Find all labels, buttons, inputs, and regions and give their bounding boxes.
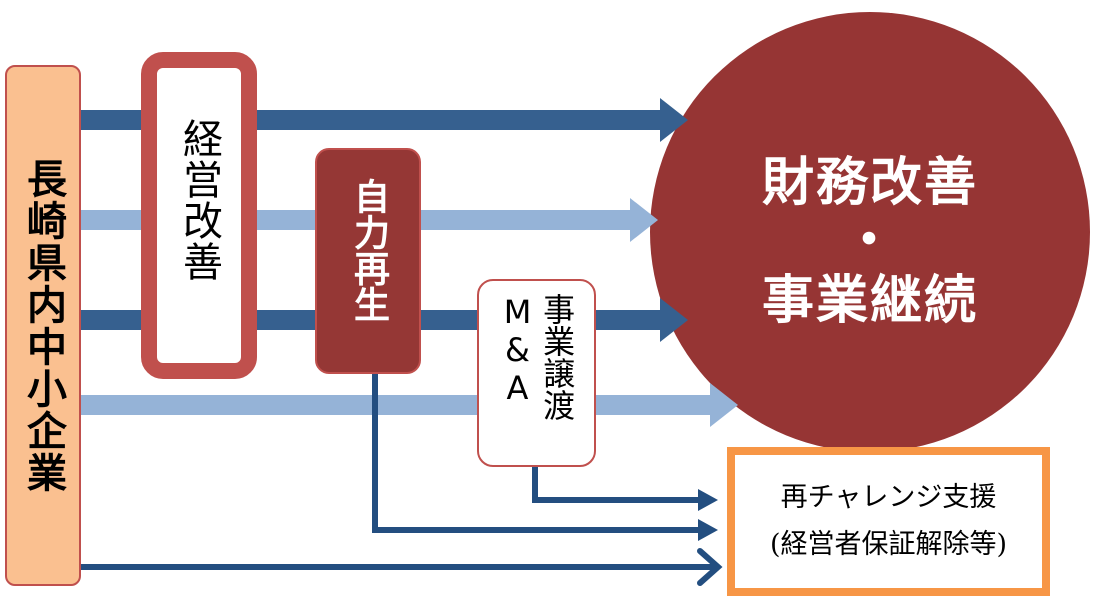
- business-transfer-label: 事業譲渡: [538, 293, 577, 421]
- mna-box: 事業譲渡 M&A: [477, 279, 596, 467]
- goal-separator: ・: [842, 211, 897, 271]
- sme-box: 長崎県内中小企業: [5, 65, 81, 586]
- management-improvement-box: 経営改善: [141, 52, 257, 379]
- sme-label: 長崎県内中小企業: [20, 157, 66, 494]
- arrow-sme-to-rechallenge: [80, 548, 723, 586]
- rechallenge-box: 再チャレンジ支援 (経営者保証解除等): [727, 447, 1050, 596]
- rechallenge-subtitle: (経営者保証解除等): [769, 528, 1008, 560]
- self-rebuild-box: 自力再生: [315, 148, 421, 374]
- management-improvement-label: 経営改善: [176, 118, 222, 282]
- arrow-rebuild-to-rechallenge: [372, 372, 718, 541]
- arrow-mna-to-rechallenge: [532, 466, 718, 511]
- self-rebuild-label: 自力再生: [348, 178, 389, 322]
- mna-label: M&A: [498, 293, 537, 407]
- arrow-light-2: [80, 383, 738, 427]
- goal-line-continuity: 事業継続: [761, 271, 978, 331]
- goal-line-financial: 財務改善: [761, 153, 978, 213]
- goal-circle: 財務改善 ・ 事業継続: [650, 12, 1090, 452]
- rechallenge-title: 再チャレンジ支援: [780, 481, 997, 513]
